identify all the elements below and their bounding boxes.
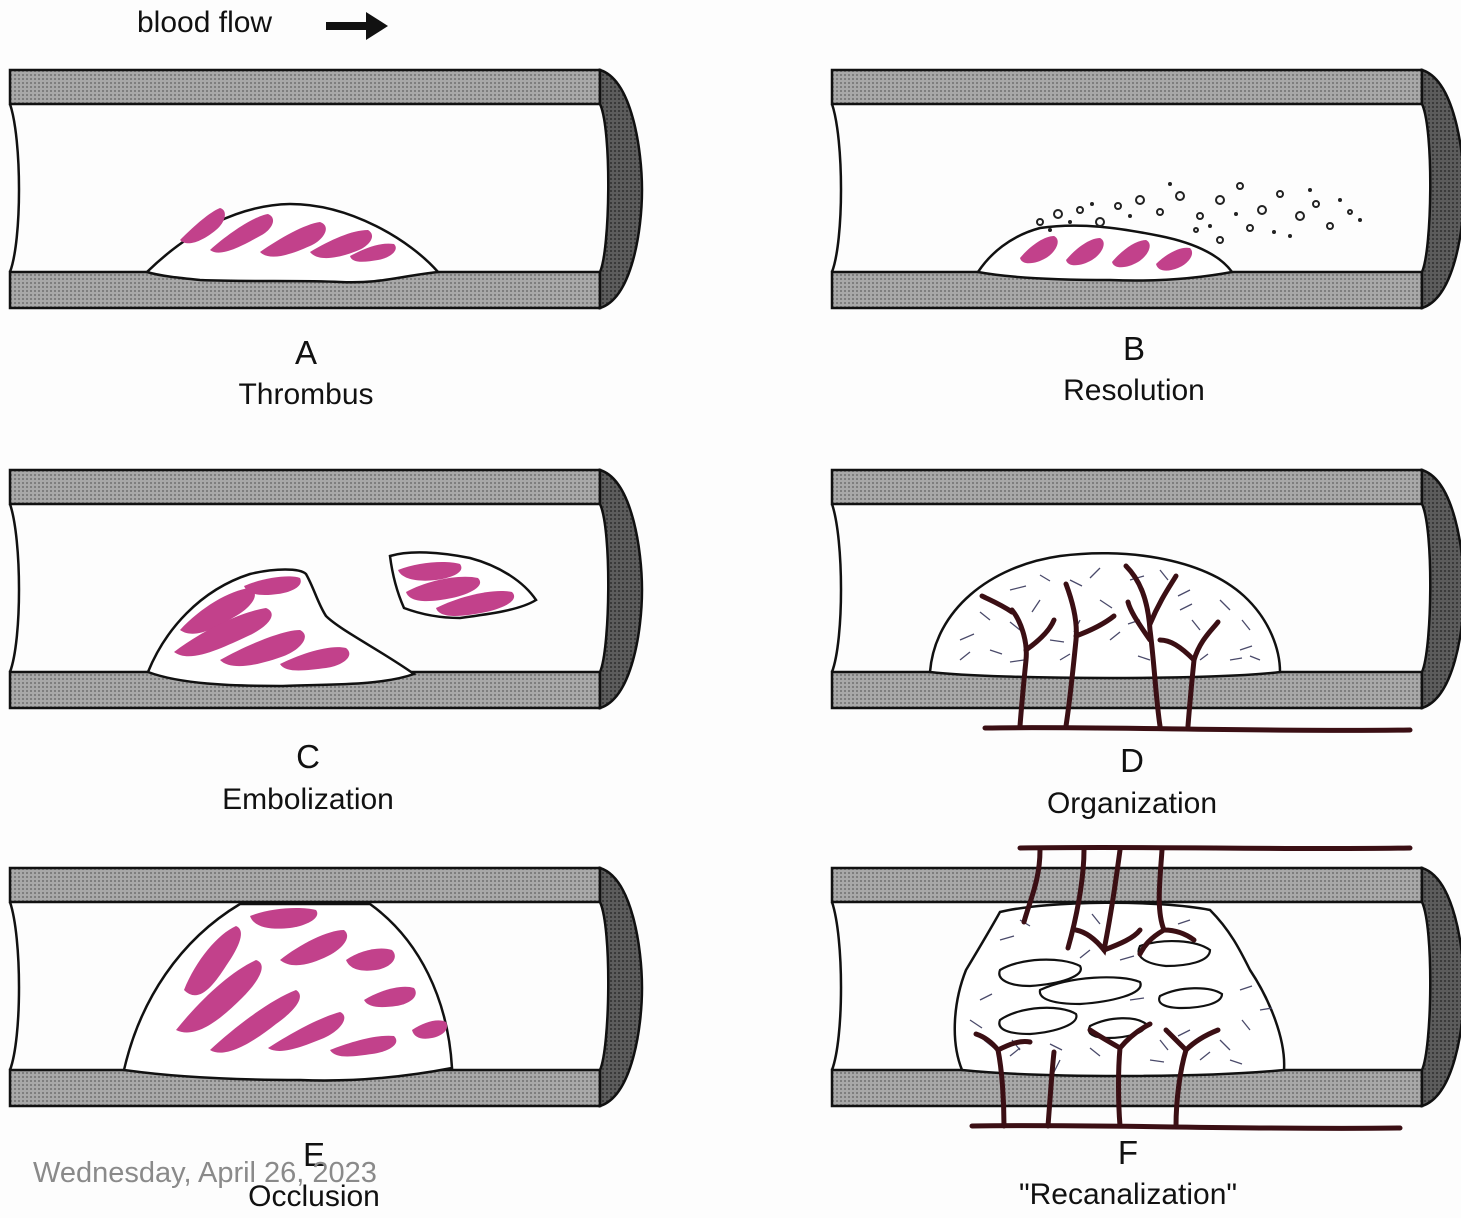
panel-d-caption: Organization <box>1047 787 1217 821</box>
panel-c-thrombus <box>148 570 414 687</box>
panel-d-organized-thrombus <box>930 553 1280 678</box>
panel-c-letter: C <box>296 738 320 776</box>
panel-d-letter: D <box>1120 742 1144 780</box>
panel-b-caption: Resolution <box>1063 374 1205 408</box>
blood-flow-label: blood flow <box>137 6 272 40</box>
panel-a-letter: A <box>295 334 317 372</box>
flow-arrow-icon <box>326 12 388 40</box>
footer-date: Wednesday, April 26, 2023 <box>33 1157 377 1190</box>
panel-a-thrombus <box>147 204 438 282</box>
panel-b-letter: B <box>1123 330 1145 368</box>
panel-c-caption: Embolization <box>222 783 394 817</box>
panel-f-caption: "Recanalization" <box>1019 1178 1237 1212</box>
panel-b-thrombus <box>978 182 1362 281</box>
panel-a-caption: Thrombus <box>238 378 373 412</box>
panel-c-embolus <box>390 552 536 618</box>
panel-f-letter: F <box>1118 1134 1138 1172</box>
panel-e-occlusive-thrombus <box>124 904 452 1081</box>
